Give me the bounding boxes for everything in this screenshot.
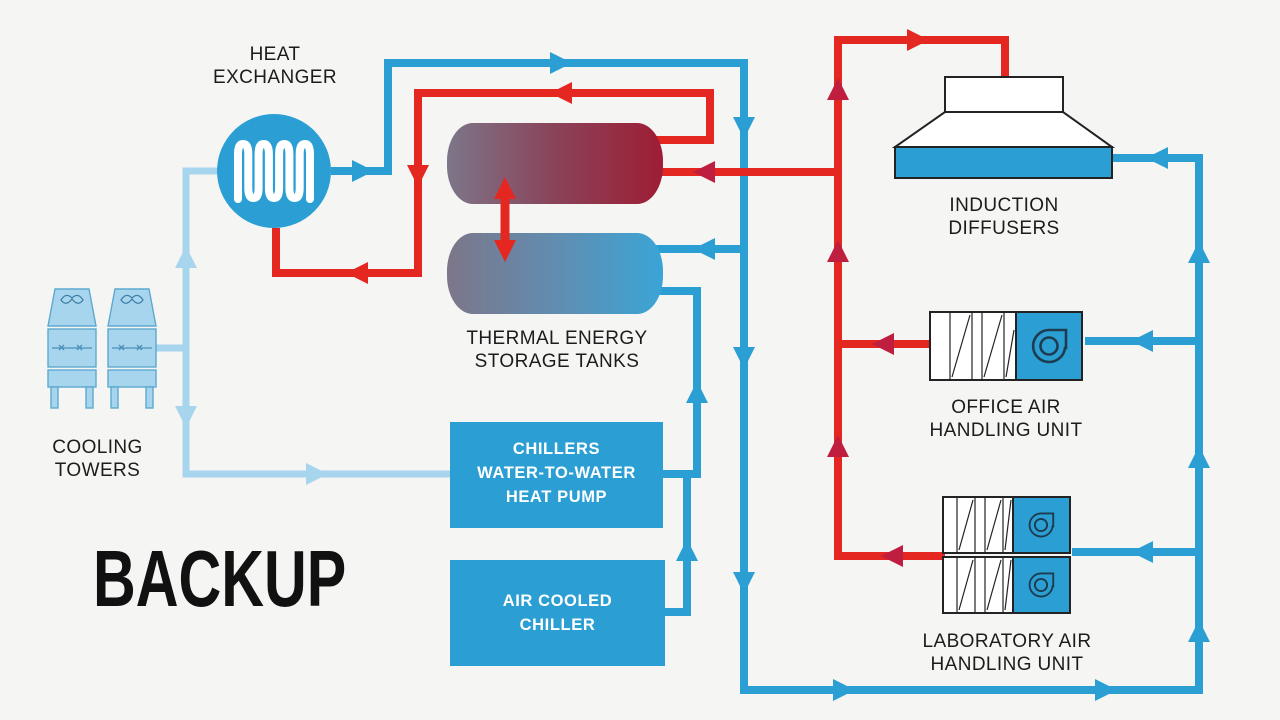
flow-arrows-blue — [352, 52, 1210, 701]
pipe-hot-tank-to-heat-exchanger — [272, 89, 714, 277]
heat-exchanger-icon — [217, 114, 331, 228]
heat-exchanger-label: HEAT EXCHANGER — [213, 44, 337, 88]
pipe-hot-riser-to-diffusers — [834, 36, 1009, 560]
office-ahu-label: OFFICE AIR HANDLING UNIT — [929, 397, 1083, 441]
flow-arrows-red — [346, 29, 929, 567]
air-cooled-chiller-box — [450, 560, 665, 666]
pipe-condenser-loop — [182, 167, 452, 478]
storage-tank-hot — [447, 123, 663, 204]
tank-exchange-arrow — [494, 177, 516, 262]
induction-diffuser-icon — [891, 76, 1116, 179]
office-ahu-icon — [929, 311, 1083, 381]
pipe-air-cooled-chiller-out — [661, 478, 691, 616]
storage-tank-cold — [447, 233, 663, 314]
storage-tanks-label: THERMAL ENERGY STORAGE TANKS — [466, 328, 648, 372]
air-cooled-chiller-label: AIR COOLED CHILLER — [502, 592, 613, 634]
chillers-box-label: CHILLERS WATER-TO-WATER HEAT PUMP — [477, 440, 636, 506]
chillers-water-to-water-heat-pump-box — [450, 422, 663, 528]
cooling-towers-label: COOLING TOWERS — [52, 437, 143, 481]
lab-ahu-icon — [942, 496, 1071, 614]
induction-diffusers-label: INDUCTION DIFFUSERS — [948, 195, 1060, 239]
flow-arrows-light-blue — [175, 246, 328, 485]
backup-mode-label: BACKUP — [93, 534, 347, 623]
lab-ahu-label: LABORATORY AIR HANDLING UNIT — [922, 631, 1092, 675]
